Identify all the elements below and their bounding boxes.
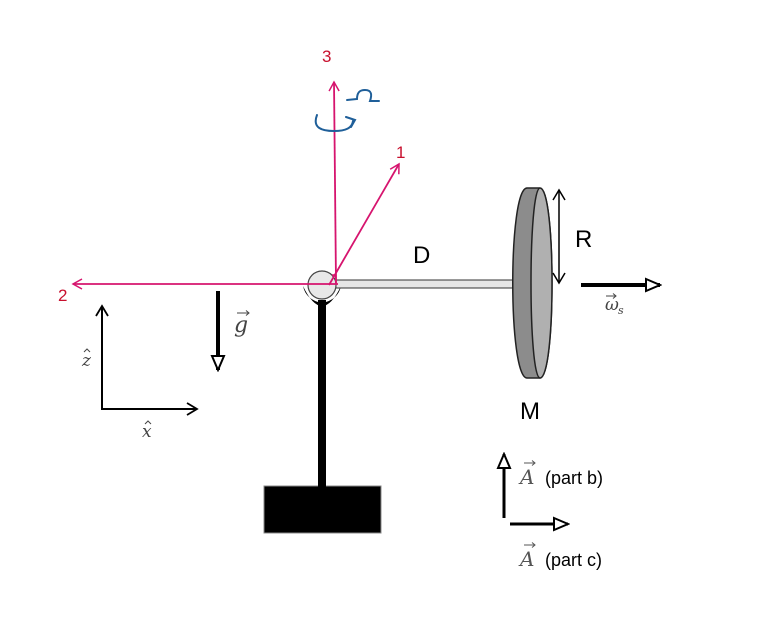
gravity-label: g	[234, 310, 250, 338]
stand-post	[318, 300, 326, 488]
pivot-cup	[303, 286, 341, 306]
part-c-text: (part c)	[545, 550, 602, 570]
vector-arrow-accent-icon	[524, 460, 536, 466]
omega-symbol-icon	[346, 88, 380, 102]
body-axis-3	[328, 80, 340, 284]
vector-arrow-accent-icon	[606, 293, 617, 299]
wheel-radius-label: R	[575, 226, 592, 253]
z-hat-label: z	[81, 348, 92, 371]
vector-a-text: A	[518, 465, 534, 489]
gravity-g: g	[234, 313, 248, 338]
pivot-ball	[307, 270, 337, 300]
x-hat-text: x	[142, 422, 152, 442]
axis-corner-mark	[332, 274, 337, 284]
vector-arrow-accent-icon	[524, 542, 536, 548]
rod	[335, 279, 515, 289]
hat-accent-icon	[144, 420, 152, 425]
vector-a-text: A	[518, 547, 534, 571]
spin-vector-label: ω s	[605, 293, 624, 317]
rod-length-label: D	[413, 242, 430, 269]
vector-arrow-accent-icon	[237, 310, 250, 316]
vector-a-part-c-label: A (part c)	[518, 542, 602, 571]
spin-omega: ω	[605, 295, 619, 315]
body-axis-1	[328, 162, 400, 286]
vector-a-part-b-label: A (part b)	[518, 460, 603, 489]
axis-1-label: 1	[396, 143, 405, 162]
part-b-text: (part b)	[545, 468, 603, 488]
axis-2-label: 2	[58, 286, 67, 305]
spin-subscript: s	[618, 304, 624, 317]
z-hat-text: z	[81, 351, 92, 371]
wheel-mass-label: M	[520, 398, 540, 425]
stand-base	[263, 485, 382, 534]
rotation-arrow-icon	[314, 114, 357, 133]
wheel-rim	[530, 187, 553, 379]
hat-accent-icon	[83, 348, 91, 353]
x-hat-label: x	[142, 420, 152, 442]
axis-3-label: 3	[322, 47, 331, 66]
